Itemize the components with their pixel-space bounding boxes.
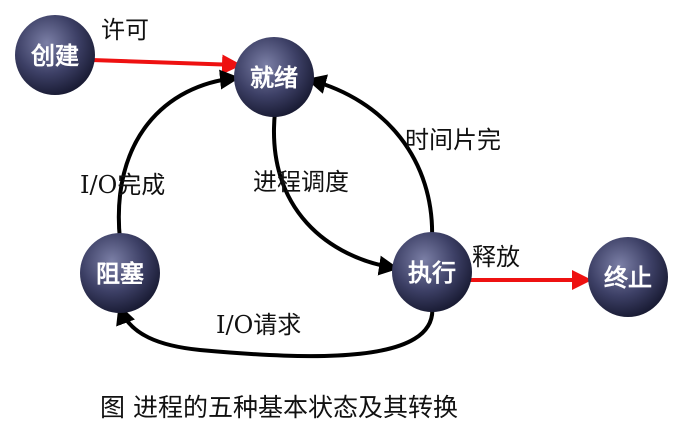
node-terminated-label: 终止 <box>604 263 652 292</box>
edge-label-release: 释放 <box>472 243 520 271</box>
edge-io-complete-arrow <box>116 69 240 241</box>
edge-permit-arrow <box>91 54 242 75</box>
edge-label-timeslice: 时间片完 <box>405 126 501 154</box>
node-ready: 就绪 <box>234 37 314 117</box>
edge-label-io-complete: I/O完成 <box>80 171 165 199</box>
edge-label-permit: 许可 <box>101 16 149 44</box>
node-blocked-label: 阻塞 <box>96 259 144 288</box>
node-blocked: 阻塞 <box>80 233 160 313</box>
node-running: 执行 <box>392 232 472 312</box>
edge-label-schedule: 进程调度 <box>253 168 349 196</box>
edge-schedule-arrow <box>271 111 399 276</box>
node-terminated: 终止 <box>588 237 668 317</box>
edge-label-io-request: I/O请求 <box>216 311 301 339</box>
edge-timeslice-arrow <box>306 74 435 241</box>
edge-io-request-arrow <box>116 304 435 359</box>
node-create: 创建 <box>15 15 95 95</box>
node-ready-label: 就绪 <box>250 63 298 92</box>
figure-caption: 图 进程的五种基本状态及其转换 <box>100 393 458 422</box>
node-create-label: 创建 <box>30 41 79 70</box>
node-running-label: 执行 <box>408 258 456 287</box>
